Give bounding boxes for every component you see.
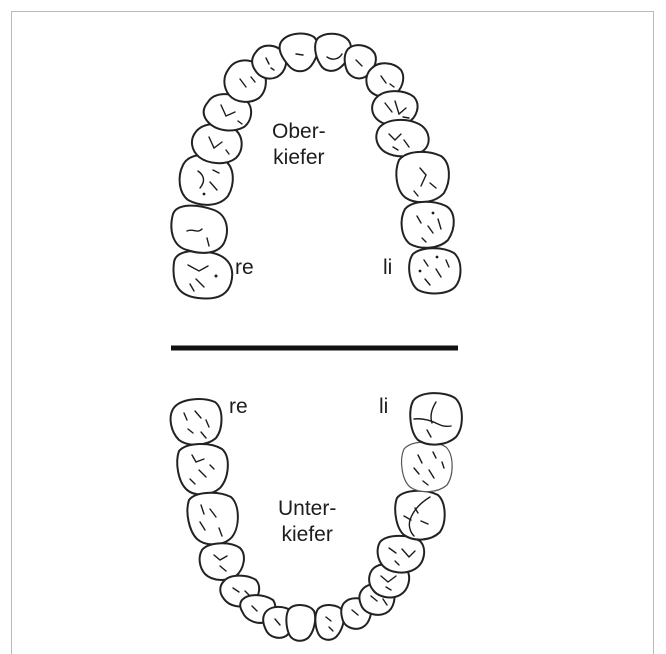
upper-jaw-label-line2: kiefer [272, 145, 326, 171]
lower-tooth-left-8 [315, 605, 344, 640]
lower-tooth-right-2 [177, 444, 228, 495]
lower-tooth-right-4 [200, 543, 244, 580]
upper-jaw-label-line1: Ober- [272, 119, 326, 145]
lower-jaw-label: Unter- kiefer [278, 496, 336, 549]
upper-tooth-right-2 [171, 206, 227, 253]
lower-tooth-left-4 [378, 536, 425, 573]
lower-tooth-left-3 [395, 491, 444, 540]
upper-tooth-left-3 [396, 152, 449, 202]
lower-right-side-label: re [229, 394, 248, 420]
lower-jaw-label-line1: Unter- [278, 496, 336, 522]
upper-right-side-label: re [235, 255, 254, 281]
upper-tooth-right-1 [173, 251, 232, 299]
lower-tooth-right-3 [187, 493, 237, 545]
upper-tooth-left-2 [402, 202, 454, 248]
lower-left-side-label: li [379, 394, 388, 420]
lower-tooth-left-1 [410, 393, 462, 445]
lower-jaw-label-line2: kiefer [278, 522, 336, 548]
upper-left-side-label: li [383, 255, 392, 281]
lower-tooth-right-8 [286, 605, 315, 641]
lower-tooth-left-2 [402, 442, 453, 492]
upper-jaw-label: Ober- kiefer [272, 119, 326, 172]
lower-tooth-right-1 [171, 399, 222, 445]
upper-tooth-left-1 [409, 248, 460, 293]
